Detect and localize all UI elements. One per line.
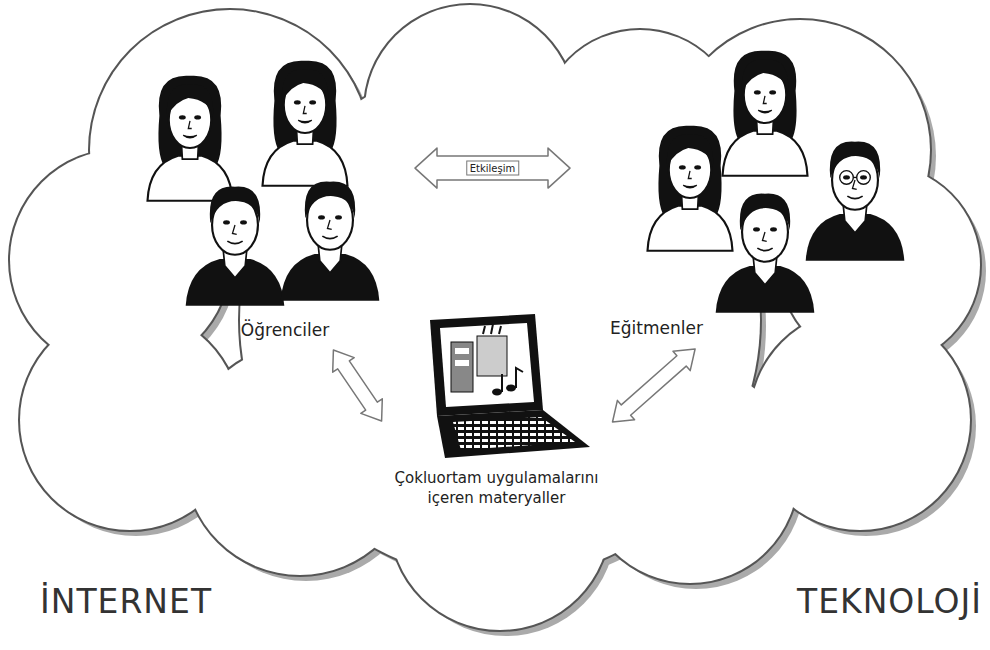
laptop-icon	[430, 314, 590, 458]
hollow-arrow	[415, 148, 570, 188]
instructors-group: Eğitmenler	[605, 40, 910, 345]
node-label: Eğitmenler	[610, 317, 703, 339]
region-label: TEKNOLOJİ	[797, 582, 982, 621]
cloud-shape	[10, 5, 986, 636]
materials-node: Çokluortam uygulamalarını içeren materya…	[385, 312, 608, 512]
students-figures	[148, 61, 380, 306]
region-label: İNTERNET	[40, 582, 212, 621]
node-label: Öğrenciler	[241, 319, 329, 341]
hollow-arrow	[613, 349, 696, 422]
glasses	[840, 171, 871, 185]
instructors-figures	[648, 51, 905, 313]
students-group: Öğrenciler	[130, 40, 380, 345]
edge-label: Etkileşim	[466, 161, 519, 176]
node-label: Çokluortam uygulamalarını içeren materya…	[385, 468, 608, 508]
hollow-arrow	[333, 350, 383, 421]
